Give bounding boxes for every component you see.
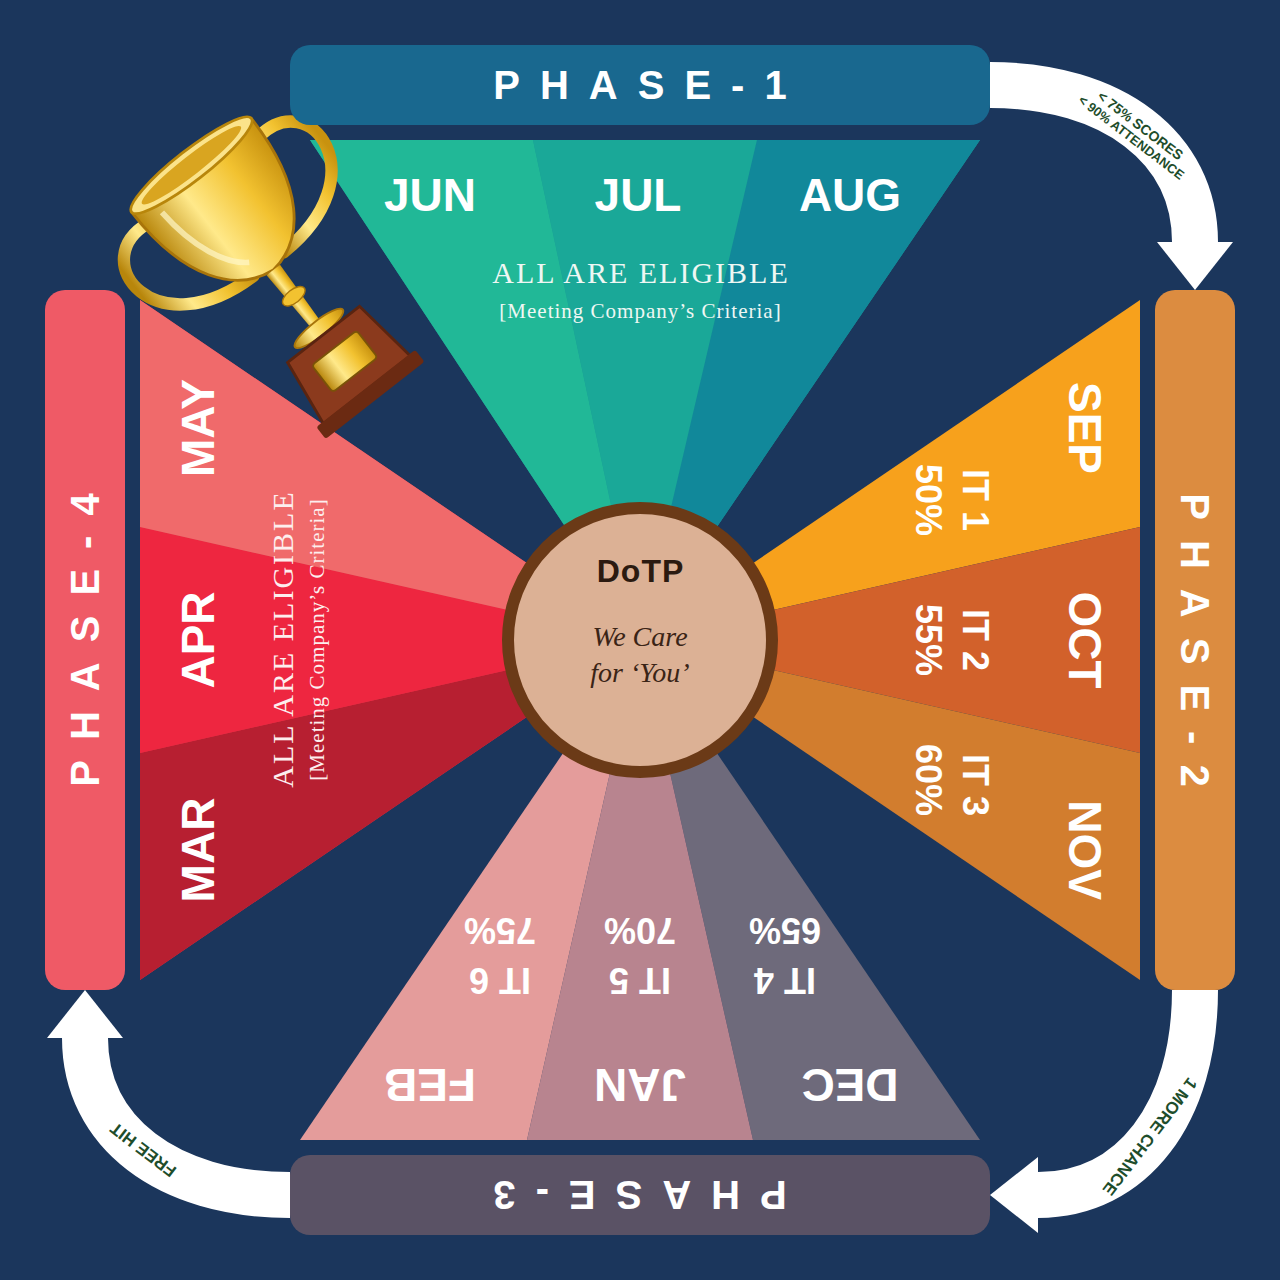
target-label: 70% — [604, 910, 676, 950]
month-label: NOV — [1060, 800, 1111, 900]
month-wedge: OCT IT 255% — [640, 527, 1140, 753]
phase-title: PHASE-1 — [473, 63, 806, 107]
edge-label: 1 MORE CHANCE — [1096, 1072, 1201, 1201]
phase-band: PHASE-2 — [1155, 290, 1235, 990]
circle-fill — [508, 508, 772, 772]
eligibility-note: [Meeting Company’s Criteria] — [306, 498, 329, 781]
phase-sector: ALL ARE ELIGIBLE [Meeting Company’s Crite… — [140, 300, 640, 980]
month-label: JUL — [595, 170, 682, 221]
eligibility-heading: ALL ARE ELIGIBLE — [490, 256, 790, 289]
phase-title: PHASE-4 — [63, 473, 107, 806]
month-label: APR — [173, 591, 224, 688]
month-wedge: SEP IT 150% — [640, 300, 1140, 640]
target-label: 55% — [908, 604, 948, 676]
phase-band: PHASE-3 — [290, 1155, 990, 1235]
flow-arrow — [85, 1038, 290, 1195]
month-label: JUN — [384, 170, 476, 221]
month-wedge: APR — [140, 527, 640, 753]
month-wedge: JUN — [310, 140, 640, 640]
month-wedge: DEC IT 4 65% — [640, 640, 980, 1140]
month-label: MAR — [173, 798, 224, 903]
eligibility-heading: ALL ARE ELIGIBLE — [266, 490, 299, 790]
month-wedge: AUG — [640, 140, 980, 640]
target-label: IT 4 — [754, 960, 816, 1000]
month-label: AUG — [799, 170, 901, 221]
phase-band: PHASE-4 — [45, 290, 125, 990]
target-label: IT 5 — [609, 960, 671, 1000]
month-label: FEB — [384, 1060, 476, 1111]
target-label: IT 2 — [955, 609, 995, 671]
month-label: MAY — [173, 379, 224, 477]
target-label: 60% — [908, 744, 948, 816]
center-title: DoTP — [596, 554, 685, 589]
eligibility-note: [Meeting Company’s Criteria] — [498, 300, 781, 323]
month-wedge: MAY — [140, 300, 640, 640]
month-label: SEP — [1060, 382, 1111, 474]
month-wedge: MAR — [140, 640, 640, 980]
month-label: JAN — [594, 1060, 686, 1111]
phase-band: PHASE-1 — [290, 45, 990, 125]
month-wedge: NOV IT 360% — [640, 640, 1140, 980]
target-label: IT 3 — [955, 754, 995, 816]
month-label: OCT — [1060, 591, 1111, 688]
center-slogan: We Care for ‘You’ — [580, 619, 700, 692]
month-label: DEC — [801, 1060, 898, 1111]
arrow-head — [990, 1157, 1038, 1233]
center-circle: DoTP We Care for ‘You’ — [502, 502, 778, 778]
target-label: 50% — [908, 464, 948, 536]
month-wedge: JAN IT 5 70% — [527, 640, 753, 1140]
arrow-head — [1157, 242, 1233, 290]
arrow-head — [47, 990, 123, 1038]
target-label: IT 6 — [469, 960, 531, 1000]
target-label: 65% — [749, 910, 821, 950]
flow-arrow — [990, 85, 1195, 242]
month-wedge: FEB IT 6 75% — [300, 640, 640, 1140]
phase-title: PHASE-2 — [1173, 473, 1217, 806]
target-label: IT 1 — [955, 469, 995, 531]
target-label: 75% — [464, 910, 536, 950]
phase-title: PHASE-3 — [473, 1173, 806, 1217]
